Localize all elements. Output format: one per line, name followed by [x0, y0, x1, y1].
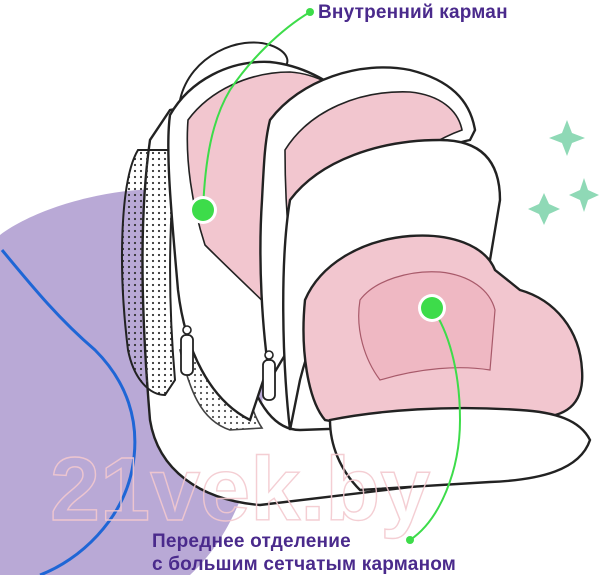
callout-line-top: [202, 11, 311, 211]
watermark-logo: 21vek.by: [50, 440, 430, 540]
callout-front-line2: с большим сетчатым карманом: [152, 554, 457, 575]
callout-front-compartment: Переднее отделение с большим сетчатым ка…: [152, 530, 456, 575]
front-flap: [328, 406, 592, 492]
callout-front-line1: Переднее отделение: [152, 531, 351, 552]
zipper-pull-left: [180, 325, 194, 376]
sparkle-icon: [528, 120, 599, 225]
mesh-side-pocket: [121, 149, 180, 397]
mesh-pocket: [358, 271, 496, 381]
callout-inner-pocket: Внутренний карман: [318, 2, 508, 23]
blue-wire: [0, 249, 137, 575]
callout-line-bottom: [409, 307, 462, 541]
marker-dot-icon: [189, 8, 446, 544]
zipper-pull-right: [262, 350, 276, 401]
